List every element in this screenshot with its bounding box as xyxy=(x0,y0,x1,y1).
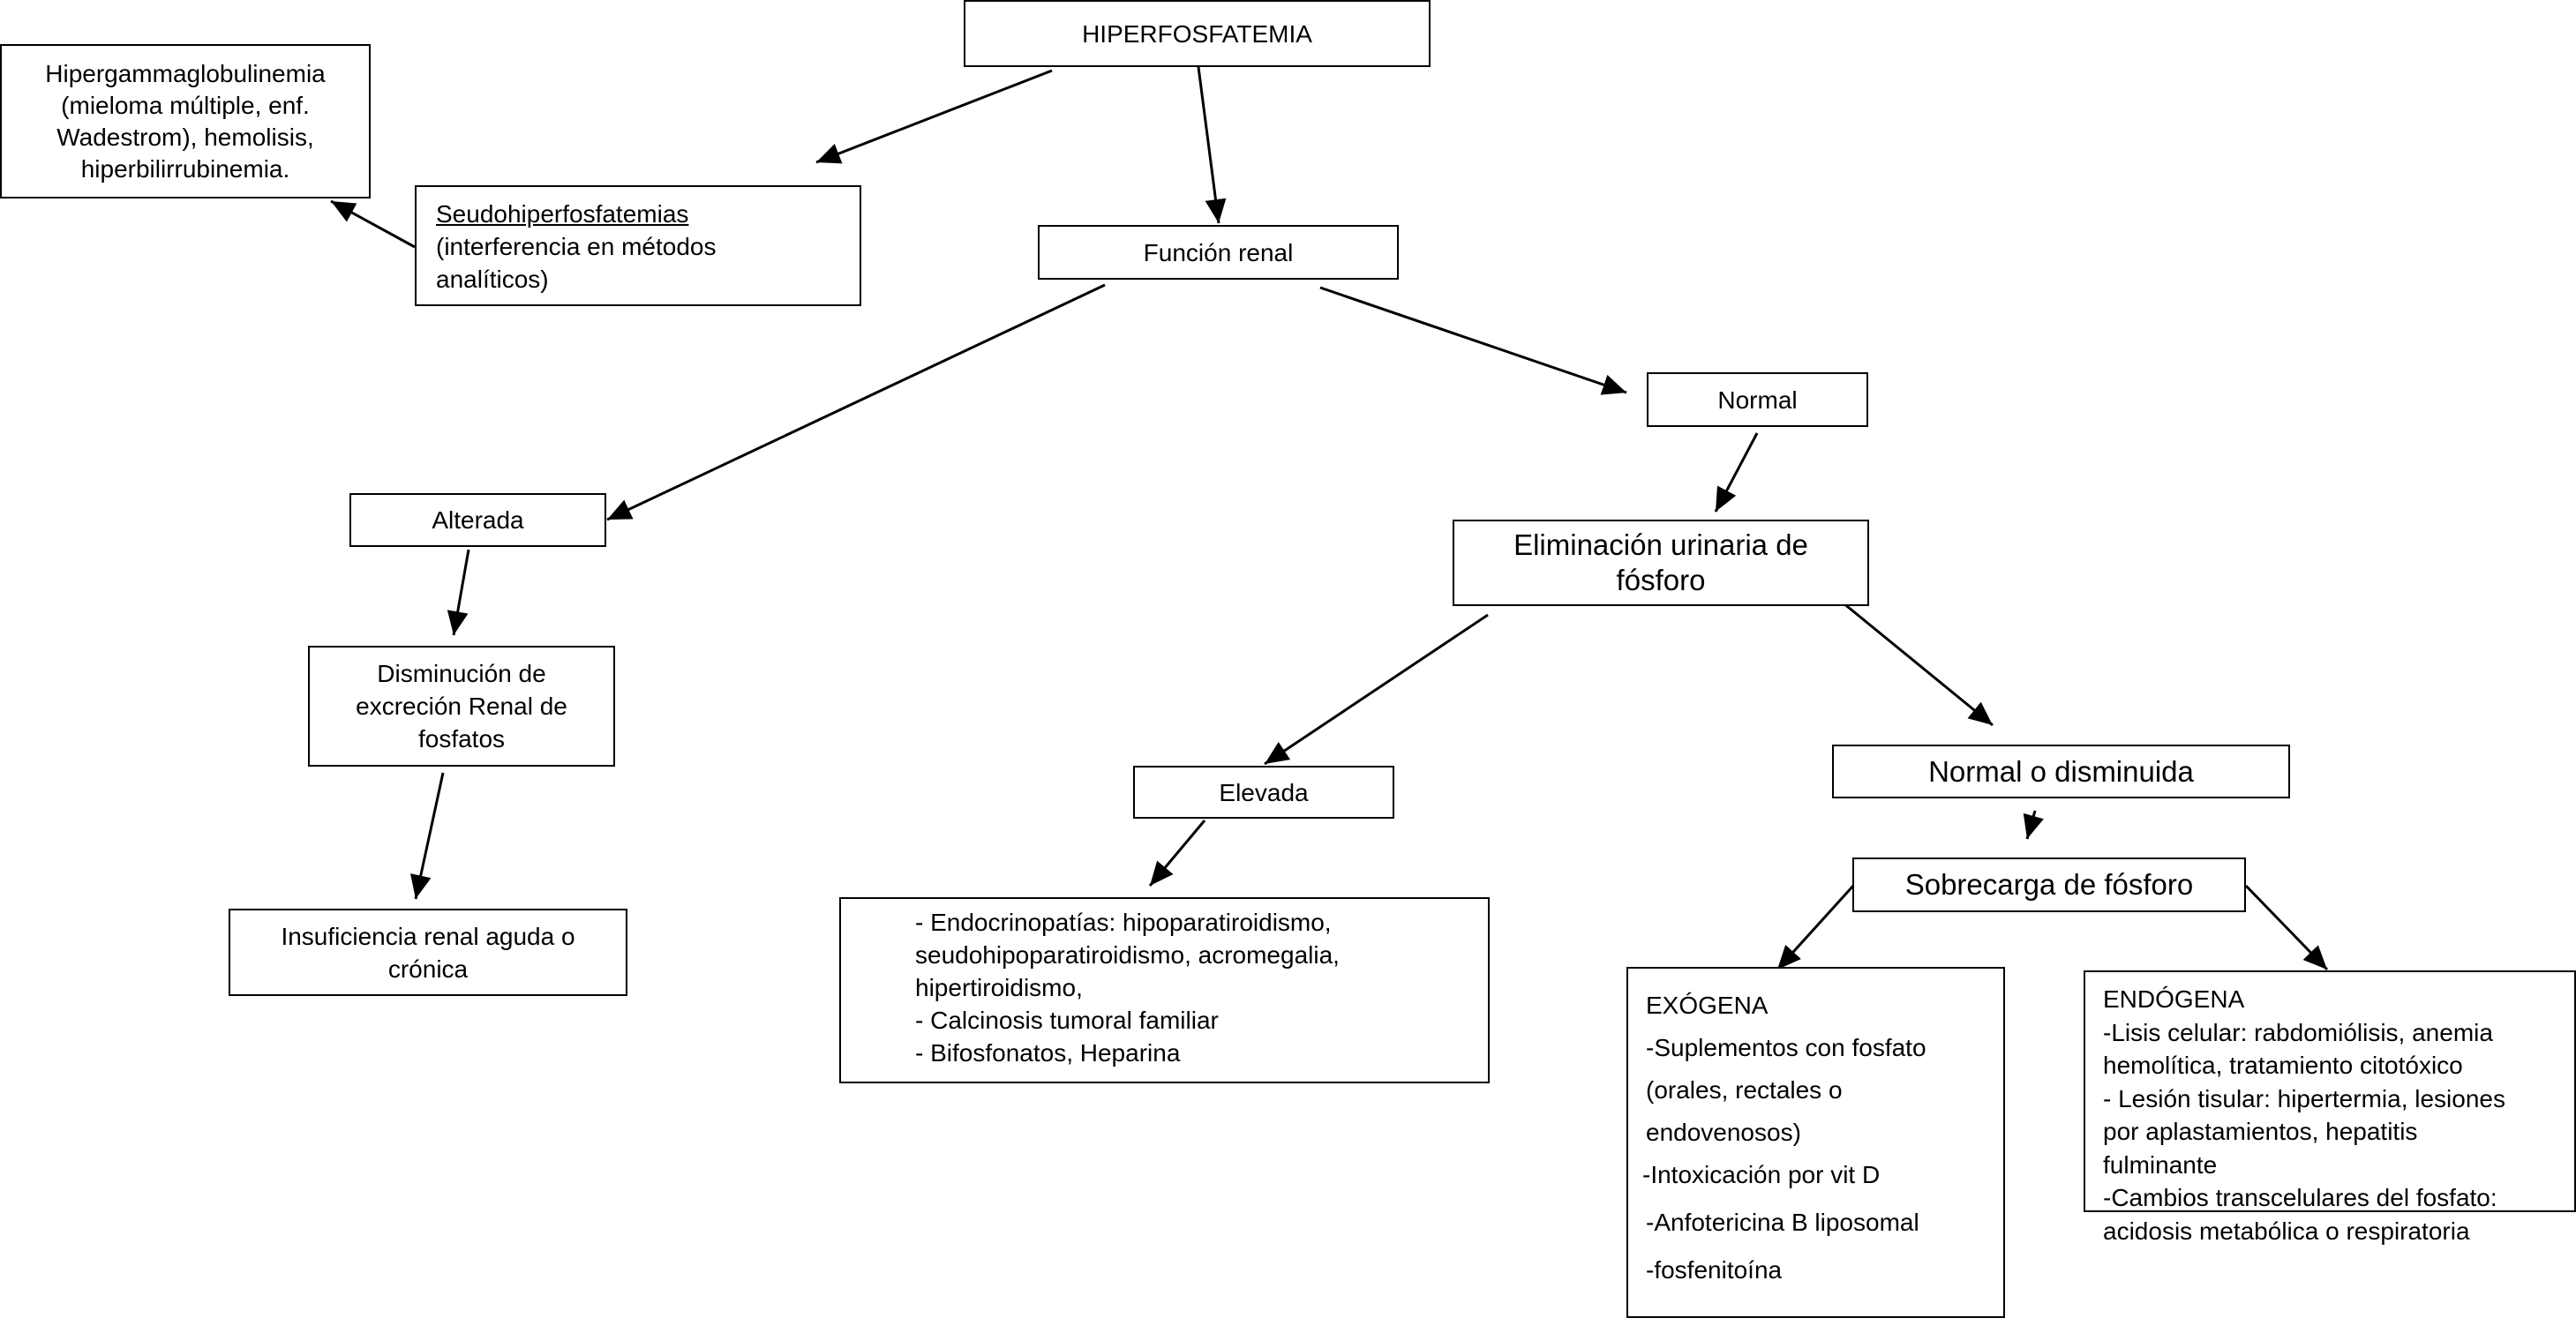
arrow-funcion-to-alterada xyxy=(606,283,1106,521)
endogena-line: por aplastamientos, hepatitis xyxy=(2103,1118,2418,1145)
elevada-node: Elevada xyxy=(1133,766,1394,819)
seudo-node: Seudohiperfosfatemias (interferencia en … xyxy=(415,185,861,306)
exogena-title: EXÓGENA xyxy=(1646,992,1769,1019)
normal-node: Normal xyxy=(1647,372,1868,427)
disminucion-line: Disminución de xyxy=(377,660,546,687)
alterada-label: Alterada xyxy=(432,506,524,534)
arrow-funcion-to-normal xyxy=(1319,286,1627,395)
hipergamma-line: Hipergammaglobulinemia xyxy=(45,59,326,87)
arrow-sobrecarga-to-exogena xyxy=(1776,884,1855,971)
exogena-node: EXÓGENA -Suplementos con fosfato (orales… xyxy=(1626,967,2005,1318)
sobrecarga-node: Sobrecarga de fósforo xyxy=(1852,857,2246,912)
normal-label: Normal xyxy=(1717,386,1798,414)
arrow-normal-to-eliminacion xyxy=(1714,432,1759,513)
endocrino-line: hipertiroidismo, xyxy=(915,974,1083,1001)
endogena-line: - Lesión tisular: hipertermia, lesiones xyxy=(2103,1084,2505,1112)
arrow-eliminacion-to-normal-dism xyxy=(1837,597,1994,727)
endogena-line: -Cambios transcelulares del fosfato: xyxy=(2103,1184,2497,1211)
exogena-line: -fosfenitoína xyxy=(1646,1256,1783,1284)
arrow-alterada-to-disminucion xyxy=(447,549,470,636)
endogena-title: ENDÓGENA xyxy=(2103,985,2245,1013)
endogena-line: acidosis metabólica o respiratoria xyxy=(2103,1217,2470,1245)
seudo-line: analíticos) xyxy=(436,266,549,293)
arrow-disminucion-to-insuficiencia xyxy=(409,772,445,900)
alterada-node: Alterada xyxy=(349,493,606,547)
exogena-line: -Intoxicación por vit D xyxy=(1642,1161,1881,1188)
arrow-root-to-seudo xyxy=(815,69,1053,164)
arrow-eliminacion-to-elevada xyxy=(1264,613,1489,766)
normal-dism-node: Normal o disminuida xyxy=(1832,745,2290,798)
endogena-node: ENDÓGENA -Lisis celular: rabdomiólisis, … xyxy=(2084,970,2576,1245)
insuficiencia-node: Insuficiencia renal aguda o crónica xyxy=(229,909,627,996)
funcion-renal-label: Función renal xyxy=(1143,238,1294,266)
seudo-title: Seudohiperfosfatemias xyxy=(436,200,689,228)
exogena-line: -Anfotericina B liposomal xyxy=(1646,1209,1919,1236)
disminucion-line: excreción Renal de xyxy=(356,693,567,720)
arrow-elevada-to-endocrino xyxy=(1148,820,1206,887)
hipergamma-node: Hipergammaglobulinemia (mieloma múltiple… xyxy=(0,44,371,198)
arrow-root-to-funcion-renal xyxy=(1197,66,1227,224)
normal-dism-label: Normal o disminuida xyxy=(1928,754,2194,788)
elevada-label: Elevada xyxy=(1219,778,1309,806)
eliminacion-node: Eliminación urinaria de fósforo xyxy=(1453,520,1869,606)
arrow-sobrecarga-to-endogena xyxy=(2244,884,2329,971)
disminucion-node: Disminución de excreción Renal de fosfat… xyxy=(308,646,615,767)
root-node: HIPERFOSFATEMIA xyxy=(964,0,1431,67)
endocrino-line: seudohipoparatiroidismo, acromegalia, xyxy=(915,941,1340,969)
endocrino-node: - Endocrinopatías: hipoparatiroidismo, s… xyxy=(839,897,1490,1083)
eliminacion-line: Eliminación urinaria de xyxy=(1513,528,1808,561)
seudo-line: (interferencia en métodos xyxy=(436,233,717,260)
endogena-line: -Lisis celular: rabdomiólisis, anemia xyxy=(2103,1018,2493,1046)
endogena-line: hemolítica, tratamiento citotóxico xyxy=(2103,1052,2463,1079)
arrow-seudo-to-hipergamma xyxy=(330,199,416,249)
insuficiencia-line: crónica xyxy=(387,955,469,983)
disminucion-line: fosfatos xyxy=(417,725,506,753)
hipergamma-line: Wadestrom), hemolisis, xyxy=(56,123,314,151)
root-label: HIPERFOSFATEMIA xyxy=(1082,19,1312,48)
endogena-line: fulminante xyxy=(2103,1150,2218,1179)
endocrino-line: - Endocrinopatías: hipoparatiroidismo, xyxy=(915,909,1332,936)
exogena-line: endovenosos) xyxy=(1646,1119,1801,1146)
sobrecarga-label: Sobrecarga de fósforo xyxy=(1904,868,2194,901)
endocrino-line: - Bifosfonatos, Heparina xyxy=(915,1039,1181,1067)
eliminacion-line: fósforo xyxy=(1616,564,1706,596)
hipergamma-line: hiperbilirrubinemia. xyxy=(80,154,290,183)
hipergamma-line: (mieloma múltiple, enf. xyxy=(61,91,310,119)
exogena-line: -Suplementos con fosfato xyxy=(1646,1034,1926,1061)
endocrino-line: - Calcinosis tumoral familiar xyxy=(915,1007,1219,1034)
insuficiencia-line: Insuficiencia renal aguda o xyxy=(281,922,575,950)
exogena-line: (orales, rectales o xyxy=(1646,1076,1843,1104)
funcion-renal-node: Función renal xyxy=(1038,225,1399,280)
arrow-normal-dism-to-sobrecarga xyxy=(2023,810,2044,840)
